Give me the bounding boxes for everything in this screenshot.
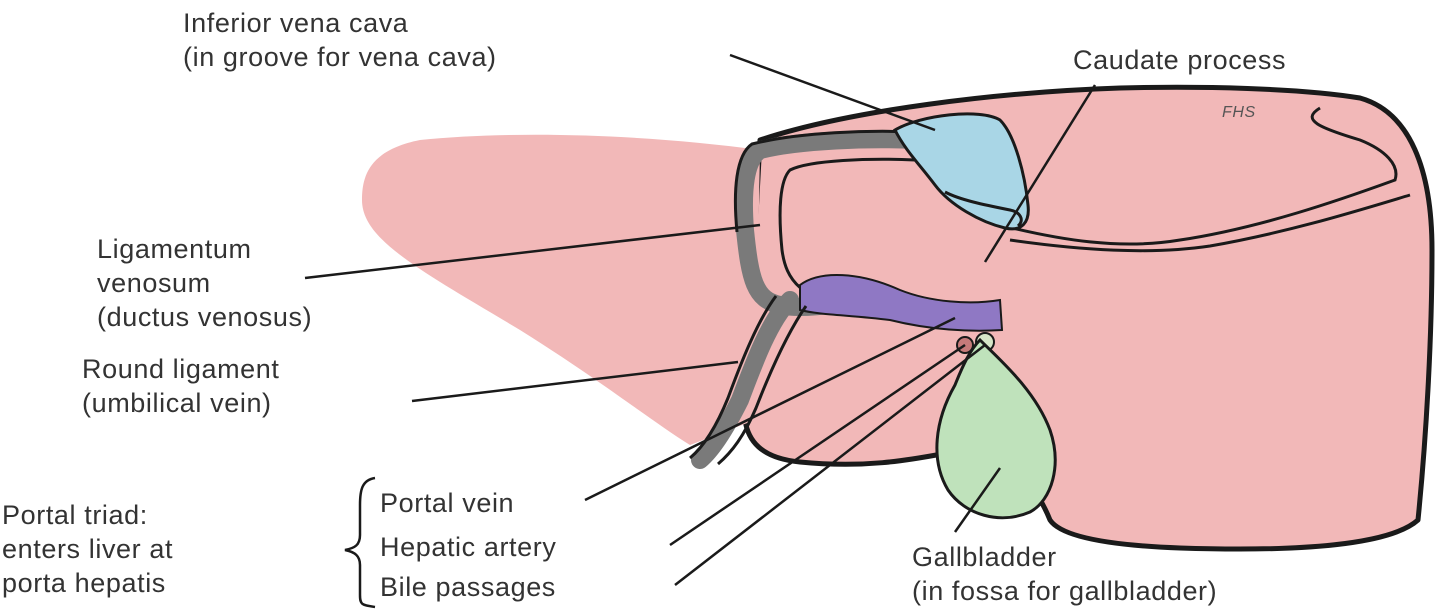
label-caudate-process: Caudate process [1073, 43, 1286, 77]
artist-signature: FHS [1222, 96, 1256, 130]
label-portal-vein: Portal vein [380, 486, 514, 520]
label-bile-passages: Bile passages [380, 570, 556, 604]
label-ligamentum-line1: Ligamentum [97, 232, 312, 266]
label-round-ligament: Round ligament (umbilical vein) [82, 352, 280, 420]
label-ivc-line1: Inferior vena cava [183, 6, 497, 40]
label-ligamentum-line3: (ductus venosus) [97, 300, 312, 334]
label-gallbladder: Gallbladder (in fossa for gallbladder) [912, 540, 1217, 608]
label-gallbladder-line1: Gallbladder [912, 540, 1217, 574]
label-portal-triad: Portal triad: enters liver at porta hepa… [2, 498, 173, 600]
label-ligamentum-venosum: Ligamentum venosum (ductus venosus) [97, 232, 312, 334]
portal-triad-brace [345, 478, 375, 607]
label-gallbladder-line2: (in fossa for gallbladder) [912, 574, 1217, 608]
label-portal-triad-line2: enters liver at [2, 532, 173, 566]
label-portal-triad-line1: Portal triad: [2, 498, 173, 532]
liver-right-lobe [745, 87, 1432, 549]
label-round-line1: Round ligament [82, 352, 280, 386]
liver-left-lobe [362, 135, 760, 445]
label-hepatic-artery: Hepatic artery [380, 530, 556, 564]
label-inferior-vena-cava: Inferior vena cava (in groove for vena c… [183, 6, 497, 74]
label-portal-triad-line3: porta hepatis [2, 566, 173, 600]
label-ivc-line2: (in groove for vena cava) [183, 40, 497, 74]
label-ligamentum-line2: venosum [97, 266, 312, 300]
label-round-line2: (umbilical vein) [82, 386, 280, 420]
